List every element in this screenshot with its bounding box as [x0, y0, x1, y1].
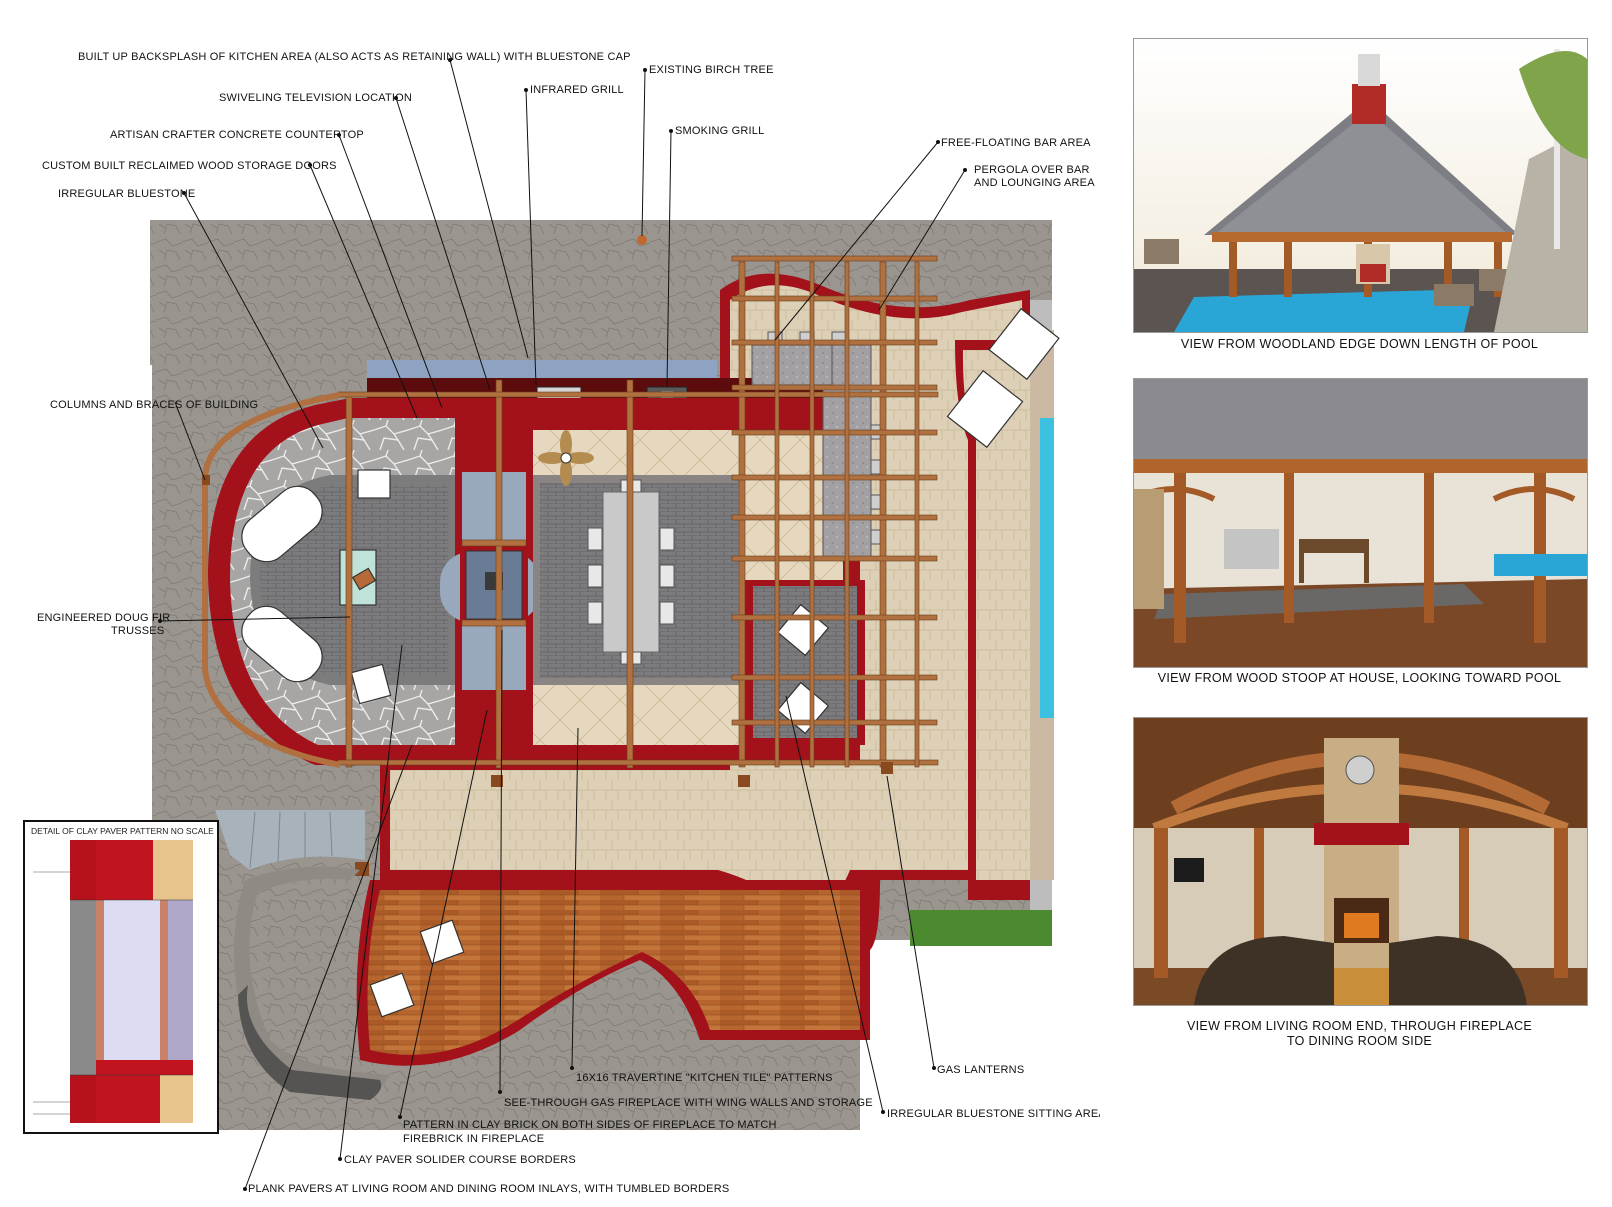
label-television: SWIVELING TELEVISION LOCATION — [219, 92, 412, 104]
bluestone-cap — [367, 360, 717, 378]
label-trusses-2: TRUSSES — [111, 625, 164, 637]
label-solider-course: CLAY PAVER SOLIDER COURSE BORDERS — [344, 1154, 576, 1166]
view-woodland-edge — [1133, 38, 1588, 333]
detail-drawing — [33, 840, 193, 1123]
label-gas-lanterns: GAS LANTERNS — [937, 1064, 1024, 1076]
label-pergola-2: AND LOUNGING AREA — [974, 177, 1095, 189]
label-trusses-1: ENGINEERED DOUG FIR — [37, 612, 170, 624]
label-fireplace: SEE-THROUGH GAS FIREPLACE WITH WING WALL… — [504, 1097, 873, 1109]
leader-lines — [159, 59, 966, 1190]
label-infrared-grill: INFRARED GRILL — [530, 84, 624, 96]
pool-render — [1174, 289, 1474, 332]
caption-view-2: VIEW FROM WOOD STOOP AT HOUSE, LOOKING T… — [1157, 671, 1562, 685]
label-birch-tree: EXISTING BIRCH TREE — [649, 64, 774, 76]
caption-view-3-line-2: TO DINING ROOM SIDE — [1286, 1034, 1433, 1048]
caption-view-1: VIEW FROM WOODLAND EDGE DOWN LENGTH OF P… — [1180, 337, 1539, 351]
clay-paver-detail: DETAIL OF CLAY PAVER PATTERN NO SCALE — [23, 820, 219, 1134]
stone-wall — [234, 866, 390, 1090]
leader-dots — [158, 58, 967, 1191]
detail-title: DETAIL OF CLAY PAVER PATTERN NO SCALE — [31, 826, 214, 836]
planting-bed — [910, 910, 1052, 946]
label-pergola-1: PERGOLA OVER BAR — [974, 164, 1090, 176]
label-countertop: ARTISAN CRAFTER CONCRETE COUNTERTOP — [110, 129, 364, 141]
site-plan: BUILT UP BACKSPLASH OF KITCHEN AREA (ALS… — [37, 51, 1100, 1195]
label-irregular-bluestone: IRREGULAR BLUESTONE — [58, 188, 195, 200]
label-columns: COLUMNS AND BRACES OF BUILDING — [50, 399, 258, 411]
stone-steps — [215, 810, 365, 870]
label-backsplash: BUILT UP BACKSPLASH OF KITCHEN AREA (ALS… — [78, 51, 631, 63]
label-bar-area: FREE-FLOATING BAR AREA — [941, 137, 1091, 149]
view-wood-stoop — [1133, 378, 1588, 668]
label-plank-pavers: PLANK PAVERS AT LIVING ROOM AND DINING R… — [248, 1183, 729, 1195]
label-smoking-grill: SMOKING GRILL — [675, 125, 764, 137]
label-sitting-area: IRREGULAR BLUESTONE SITTING AREA — [887, 1108, 1100, 1120]
ceiling-fan — [538, 430, 594, 486]
plank-paver-deck — [367, 890, 860, 1055]
label-storage-doors: CUSTOM BUILT RECLAIMED WOOD STORAGE DOOR… — [42, 160, 337, 172]
timber-structure — [202, 255, 939, 769]
label-travertine: 16X16 TRAVERTINE "KITCHEN TILE" PATTERNS — [576, 1072, 833, 1084]
label-clay-brick-1: PATTERN IN CLAY BRICK ON BOTH SIDES OF F… — [403, 1119, 777, 1131]
label-clay-brick-2: FIREBRICK IN FIREPLACE — [403, 1133, 544, 1145]
view-living-room-end — [1133, 717, 1588, 1006]
caption-view-3-line-1: VIEW FROM LIVING ROOM END, THROUGH FIREP… — [1187, 1019, 1532, 1033]
lounge-chair — [241, 485, 323, 563]
